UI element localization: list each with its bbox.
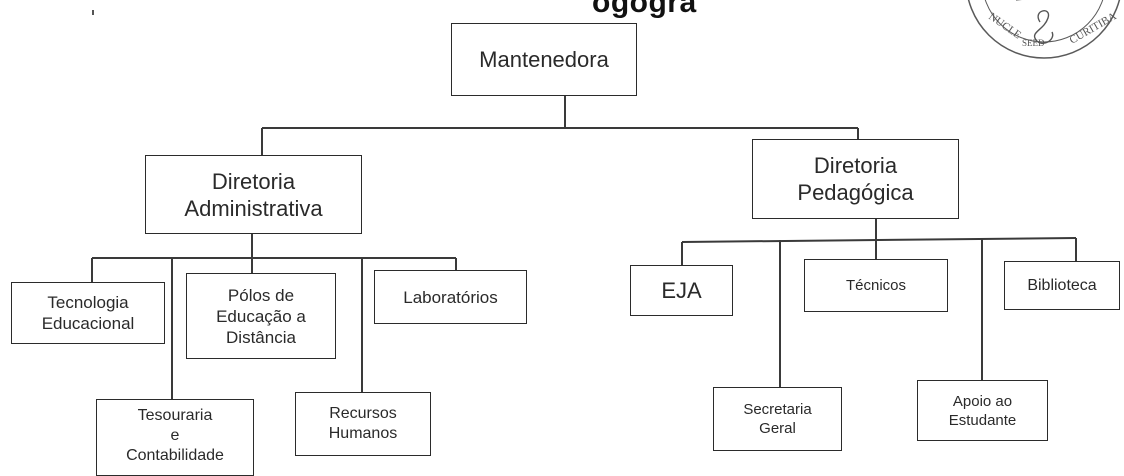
node-polos-educacao-distancia: Pólos de Educação a Distância: [186, 273, 336, 359]
node-recursos-humanos: Recursos Humanos: [295, 392, 431, 456]
node-tecnicos: Técnicos: [804, 259, 948, 312]
node-apoio-estudante: Apoio ao Estudante: [917, 380, 1048, 441]
title-fragment: ogogra: [592, 0, 697, 19]
node-laboratorios: Laboratórios: [374, 270, 527, 324]
node-secretaria-geral: Secretaria Geral: [713, 387, 842, 451]
node-diretoria-pedagogica: Diretoria Pedagógica: [752, 139, 959, 219]
stamp-text-mid: SEED: [1022, 38, 1045, 48]
node-tecnologia-educacional: Tecnologia Educacional: [11, 282, 165, 344]
node-tesouraria-contabilidade: Tesouraria e Contabilidade: [96, 399, 254, 476]
stamp-seal: NUCLE SEED CURITIBA: [967, 0, 1121, 59]
node-biblioteca: Biblioteca: [1004, 261, 1120, 310]
scan-speck: [92, 10, 94, 15]
node-diretoria-administrativa: Diretoria Administrativa: [145, 155, 362, 234]
node-mantenedora: Mantenedora: [451, 23, 637, 96]
node-eja: EJA: [630, 265, 733, 316]
